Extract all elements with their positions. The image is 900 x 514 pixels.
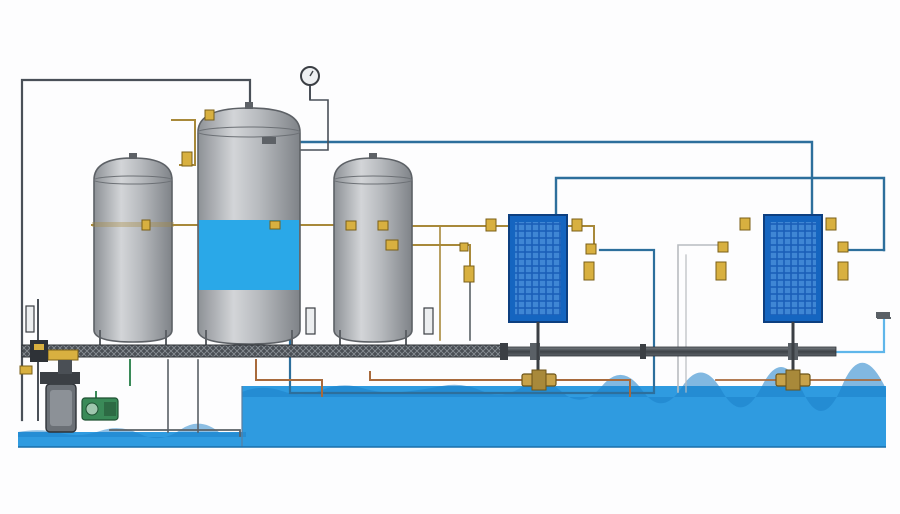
pump-gray xyxy=(40,360,80,433)
tank-water-level xyxy=(199,220,299,290)
solar-panel-1 xyxy=(508,214,568,376)
sensors xyxy=(25,305,434,335)
main-header-pipe xyxy=(21,343,837,360)
pressure-gauge-icon xyxy=(300,66,320,100)
pump-green xyxy=(81,397,119,421)
solar-panel-2 xyxy=(763,214,823,376)
tank-right xyxy=(333,153,413,348)
flow-meter-2 xyxy=(775,369,811,391)
water-reservoir xyxy=(18,362,886,448)
brass-valves xyxy=(19,109,849,375)
right-inlet xyxy=(876,312,890,318)
flow-meter-1 xyxy=(521,369,557,391)
tank-center xyxy=(197,102,301,348)
control-box xyxy=(30,340,48,362)
tank-left xyxy=(92,153,174,348)
